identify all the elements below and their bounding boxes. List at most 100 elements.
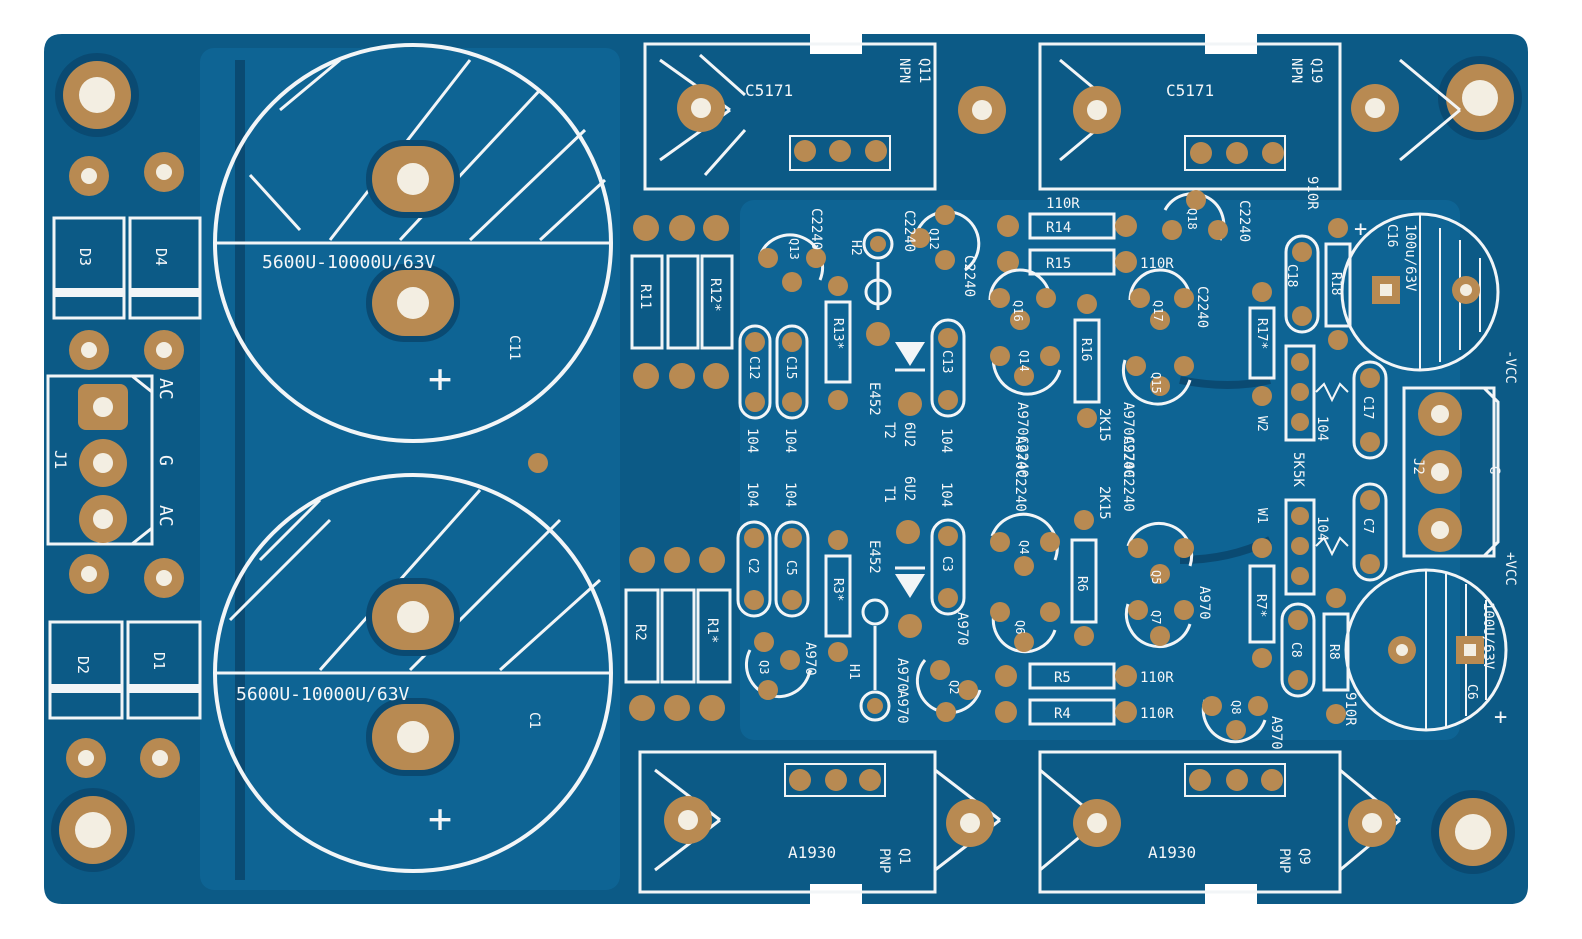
d3-label: D3 (76, 248, 94, 266)
diode-d1: D1 (126, 558, 202, 778)
q3-label: Q3 (757, 660, 771, 674)
q15-part: A970C2240 (1120, 402, 1136, 478)
q14-part: A970C2240 (1014, 402, 1030, 478)
resistor-r8: R8 910R (1322, 588, 1358, 726)
q9-ref: Q9 (1296, 848, 1312, 865)
mount-hole-tr (1438, 56, 1522, 140)
q4-part-label: A970C2240 (1012, 436, 1028, 512)
c13-value: 104 (938, 428, 954, 453)
c6-ref: C6 (1464, 684, 1479, 700)
r4-value: 110R (1140, 706, 1174, 722)
r7-label: R7* (1253, 594, 1268, 617)
c2-label: C2 (745, 558, 760, 574)
diode-d3: D3 (52, 156, 126, 370)
resistor-r15: R15 110R (997, 248, 1174, 276)
q5-part: A970C2240 (1120, 436, 1136, 512)
v6u2-bottom: 6U2 (901, 476, 917, 501)
w2-5k: 5K (1290, 452, 1306, 469)
transistor-q6: Q6 (990, 602, 1060, 654)
j2-g: G (1486, 466, 1502, 474)
w1-5k: 5K (1290, 470, 1306, 487)
q19-ref: Q19 (1308, 58, 1324, 83)
via-center (528, 453, 548, 473)
c12-label: C12 (746, 356, 761, 379)
q1-ref: Q1 (896, 848, 912, 865)
r3-label: R3* (830, 578, 845, 601)
q12-part2: C2240 (961, 255, 977, 297)
transistor-q4: Q4 A970C2240 (990, 512, 1060, 576)
q18-part: C2240 (1236, 200, 1252, 242)
c16-value: 100u/63V (1402, 224, 1418, 292)
cap-c15: C15 104 (775, 324, 809, 453)
w2-label: W2 (1254, 416, 1269, 432)
transistor-q12: Q12 C2240 C2240 (901, 205, 981, 297)
r15-label: R15 (1046, 256, 1071, 272)
c1-plus: + (428, 796, 452, 842)
transistor-q7: Q7 (1124, 600, 1194, 649)
r16-value: 2K15 (1096, 408, 1112, 442)
q3-part: A970 (802, 642, 818, 676)
j2-ref-label: J2 (1410, 458, 1426, 475)
c1-value-label: 5600U-10000U/63V (236, 684, 410, 705)
resistor-r13: R13* (824, 276, 852, 410)
c11-plus: + (428, 356, 452, 402)
q1-model: A1930 (788, 843, 836, 862)
r13-label: R13* (830, 318, 845, 349)
r14-label: R14 (1046, 220, 1071, 236)
trimmer-w2: W2 104 5K (1254, 344, 1349, 469)
electrolytic-c16: C16 100u/63V + (1340, 212, 1500, 372)
c3-value: 104 (938, 482, 954, 507)
c15-value: 104 (782, 428, 798, 453)
cap-c12: C12 104 (738, 324, 772, 453)
r8-value: 910R (1342, 692, 1358, 726)
q2-label: Q2 (947, 680, 961, 694)
d4-label: D4 (152, 248, 170, 266)
q2-part2: A970 (894, 658, 910, 692)
c6-plus: + (1494, 705, 1507, 730)
c3-label: C3 (939, 556, 954, 572)
connector-j2: J2 G -VCC +VCC (1402, 350, 1518, 586)
r11-label: R11 (637, 284, 653, 309)
trimmer-w1: W1 104 5K (1254, 470, 1349, 596)
r6-value: 2K15 (1096, 486, 1112, 520)
capacitor-c11: 5600U-10000U/63V C11 + (213, 43, 613, 443)
cap-c5: C5 104 (774, 482, 810, 618)
r14-value: 110R (1046, 196, 1080, 212)
c5-value: 104 (782, 482, 798, 507)
j1-g: G (155, 455, 176, 466)
resistor-r7: R7* (1248, 538, 1276, 668)
cap-c18: C18 (1284, 234, 1320, 334)
r17-label: R17* (1254, 318, 1269, 349)
j2-neg-vcc: -VCC (1502, 350, 1518, 384)
resistor-group-top: R11 R12* (630, 215, 734, 389)
transistor-q16: Q16 (988, 268, 1056, 330)
r8-label: R8 (1326, 644, 1341, 660)
q15-label: Q15 (1149, 372, 1163, 394)
q8-label: Q8 (1229, 700, 1243, 714)
transistor-q15: Q15 A970C2240 (1120, 356, 1194, 478)
cap-c3: C3 104 (930, 482, 966, 616)
capacitor-c1: 5600U-10000U/63V C1 + (213, 473, 613, 873)
h2-label: H2 (848, 240, 863, 256)
cap-c8: C8 (1280, 602, 1316, 698)
e452-bottom: E452 (866, 540, 882, 574)
c15-label: C15 (783, 356, 798, 379)
connector-j1: J1 AC G AC (46, 374, 176, 546)
c2-value: 104 (744, 482, 760, 507)
r5-value: 110R (1140, 670, 1174, 686)
r15-value: 110R (1140, 256, 1174, 272)
electrolytic-c6: C6 100U/63V + (1344, 568, 1508, 732)
r1-label: R1* (704, 618, 720, 643)
resistor-r5: R5 110R (995, 662, 1174, 690)
r18-value: 910R (1304, 176, 1320, 210)
resistor-r17: R17* (1248, 282, 1276, 406)
mount-hole-bl (51, 788, 135, 872)
q11-model: C5171 (745, 81, 793, 100)
c13-label: C13 (939, 350, 954, 373)
transistor-q14: Q14 A970C2240 (990, 346, 1062, 478)
r4-label: R4 (1054, 706, 1071, 722)
c11-value-label: 5600U-10000U/63V (262, 252, 436, 273)
thermal-t1: T1 6U2 E452 H1 A970 (846, 476, 925, 724)
q11-ref: Q11 (916, 58, 932, 83)
